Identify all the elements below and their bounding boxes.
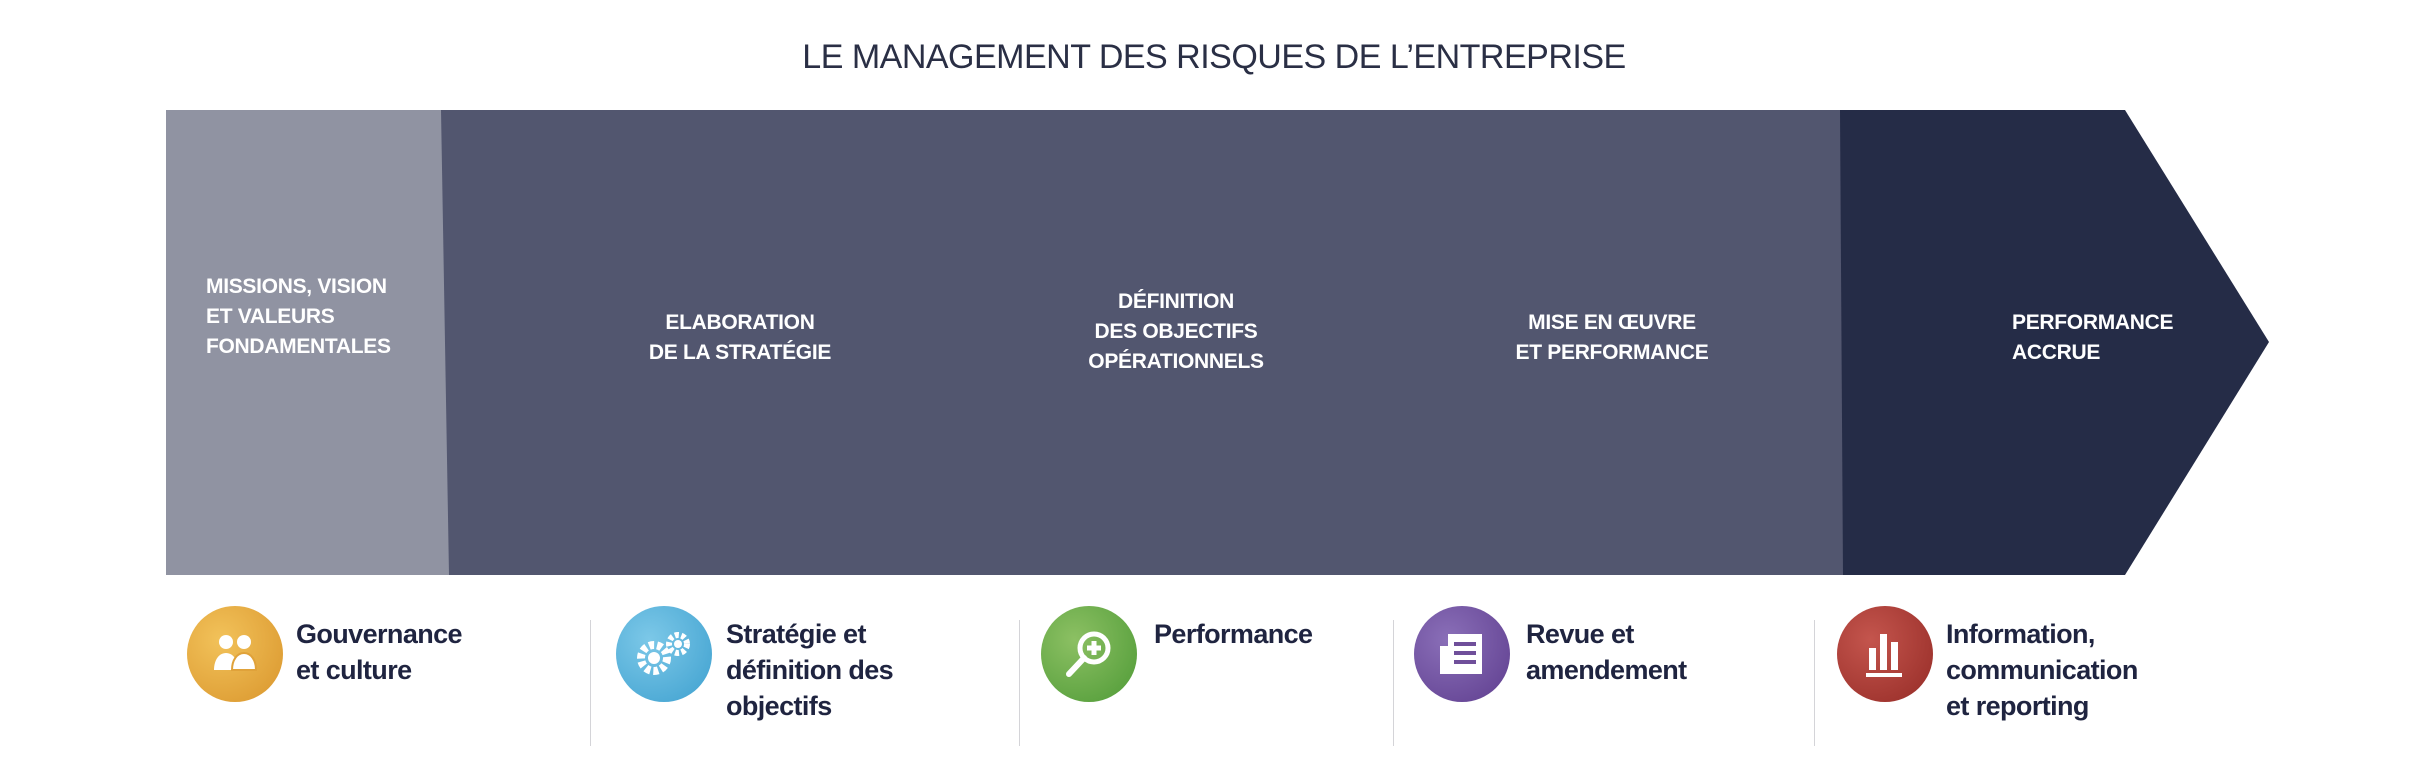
stage-line: PERFORMANCE bbox=[2012, 311, 2174, 334]
divider bbox=[590, 620, 591, 746]
process-band bbox=[166, 110, 2269, 575]
ribbon-strand-front bbox=[1625, 125, 2067, 557]
ribbon-strand-back bbox=[343, 131, 745, 557]
stage-elaboration: ELABORATION DE LA STRATÉGIE bbox=[649, 308, 831, 368]
stage-performance-accrue: PERFORMANCE ACCRUE bbox=[2012, 308, 2174, 368]
component-line: amendement bbox=[1526, 655, 1687, 685]
component-label: Performance bbox=[1154, 616, 1313, 652]
component-line: Information, bbox=[1946, 619, 2095, 649]
component-line: Performance bbox=[1154, 619, 1313, 649]
component-line: Stratégie et bbox=[726, 619, 866, 649]
component-line: communication bbox=[1946, 655, 2138, 685]
component-line: objectifs bbox=[726, 691, 832, 721]
bar-chart-icon bbox=[1837, 606, 1933, 702]
stage-line: ET PERFORMANCE bbox=[1515, 341, 1709, 364]
component-line: et reporting bbox=[1946, 691, 2089, 721]
magnifier-plus-icon bbox=[1041, 606, 1137, 702]
people-icon bbox=[187, 606, 283, 702]
ribbons bbox=[289, 125, 2098, 557]
divider bbox=[1019, 620, 1020, 746]
component-label: Revue et amendement bbox=[1526, 616, 1687, 688]
stage-mise-en-oeuvre: MISE EN ŒUVRE ET PERFORMANCE bbox=[1516, 308, 1709, 368]
ribbon-strand-front bbox=[2011, 524, 2026, 557]
stage-definition: DÉFINITION DES OBJECTIFS OPÉRATIONNELS bbox=[1088, 287, 1264, 377]
ribbon-strand-front bbox=[1203, 125, 1645, 557]
ribbon-strand-front bbox=[289, 125, 691, 551]
stage-line: ET VALEURS bbox=[206, 305, 335, 328]
component-label: Gouvernance et culture bbox=[296, 616, 463, 688]
component-line: définition des bbox=[726, 655, 894, 685]
ribbon-strand-back bbox=[1643, 125, 2085, 557]
ribbon-strand-front bbox=[361, 125, 763, 551]
stage-line: DES OBJECTIFS bbox=[1094, 320, 1258, 343]
stage-line: OPÉRATIONNELS bbox=[1088, 350, 1264, 373]
stage-line: FONDAMENTALES bbox=[206, 335, 391, 358]
stage-line: DE LA STRATÉGIE bbox=[648, 341, 832, 364]
ribbon-strand-front bbox=[325, 125, 727, 551]
document-icon bbox=[1414, 606, 1510, 702]
stage-line: ELABORATION bbox=[665, 311, 815, 334]
band-start bbox=[166, 110, 449, 575]
divider bbox=[1393, 620, 1394, 746]
ribbon-strand-front bbox=[2047, 524, 2062, 557]
ribbon-strand-front bbox=[745, 125, 1187, 557]
component-line: et culture bbox=[296, 655, 412, 685]
ribbon-strand-back bbox=[2065, 125, 2080, 158]
component-label: Information, communication et reporting bbox=[1946, 616, 2138, 724]
ribbon-strand-back bbox=[763, 125, 1205, 557]
divider bbox=[1814, 620, 1815, 746]
ribbon-strand-back bbox=[1185, 125, 1627, 557]
component-label: Stratégie et définition des objectifs bbox=[726, 616, 894, 724]
component-line: Revue et bbox=[1526, 619, 1634, 649]
component-line: Gouvernance bbox=[296, 619, 463, 649]
page-title: LE MANAGEMENT DES RISQUES DE L’ENTREPRIS… bbox=[802, 38, 1626, 76]
stage-line: ACCRUE bbox=[2012, 341, 2101, 364]
stage-line: MISSIONS, VISION bbox=[206, 275, 387, 298]
stage-line: MISE EN ŒUVRE bbox=[1528, 311, 1696, 334]
ribbon-strand-front bbox=[2083, 524, 2098, 557]
stage-line: DÉFINITION bbox=[1117, 290, 1234, 313]
gears-icon bbox=[616, 606, 712, 702]
stage-missions: MISSIONS, VISION ET VALEURS FONDAMENTALE… bbox=[206, 272, 391, 362]
